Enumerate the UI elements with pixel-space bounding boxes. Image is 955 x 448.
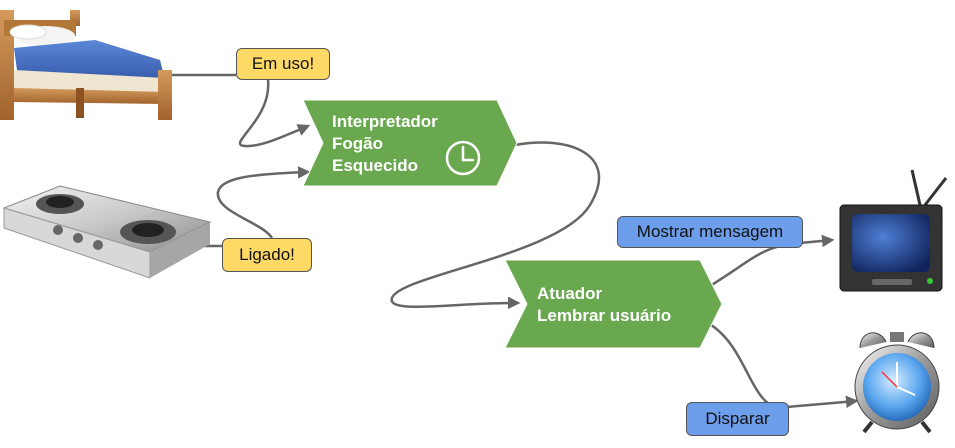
stove-icon	[2, 185, 212, 279]
action-fire-label: Disparar	[686, 402, 789, 436]
connector-interpreter-to-actuator	[390, 141, 601, 310]
actuator-line-2: Lembrar usuário	[537, 306, 672, 325]
interpreter-line-1: Interpretador	[332, 112, 438, 131]
connector-event-to-interpreter	[238, 79, 311, 148]
alarm-clock-icon	[854, 332, 940, 434]
actuator-label: Atuador Lembrar usuário	[537, 283, 671, 327]
connector-event2-to-interpreter	[216, 166, 311, 239]
bed-icon	[0, 10, 172, 120]
event-in-use-label: Em uso!	[236, 48, 330, 80]
interpreter-label: Interpretador Fogão Esquecido	[332, 111, 438, 177]
connector-actuator-to-alarm	[707, 321, 859, 410]
connectors	[170, 73, 859, 410]
interpreter-line-2: Fogão	[332, 134, 383, 153]
interpreter-shape	[302, 99, 518, 187]
actuator-line-1: Atuador	[537, 284, 603, 303]
tv-icon	[839, 169, 948, 292]
clock-icon	[445, 140, 481, 176]
action-show-message-label: Mostrar mensagem	[617, 216, 803, 248]
actuator-shape	[504, 259, 723, 349]
event-turned-on-label: Ligado!	[222, 238, 312, 272]
interpreter-line-3: Esquecido	[332, 156, 418, 175]
